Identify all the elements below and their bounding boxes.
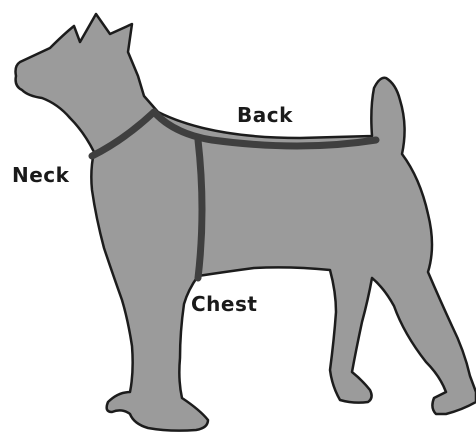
chest-label: Chest: [191, 292, 257, 316]
dog-body-shape: [16, 14, 476, 431]
back-label: Back: [237, 103, 293, 127]
chest-measurement-line: [198, 140, 202, 278]
neck-label: Neck: [12, 163, 69, 187]
